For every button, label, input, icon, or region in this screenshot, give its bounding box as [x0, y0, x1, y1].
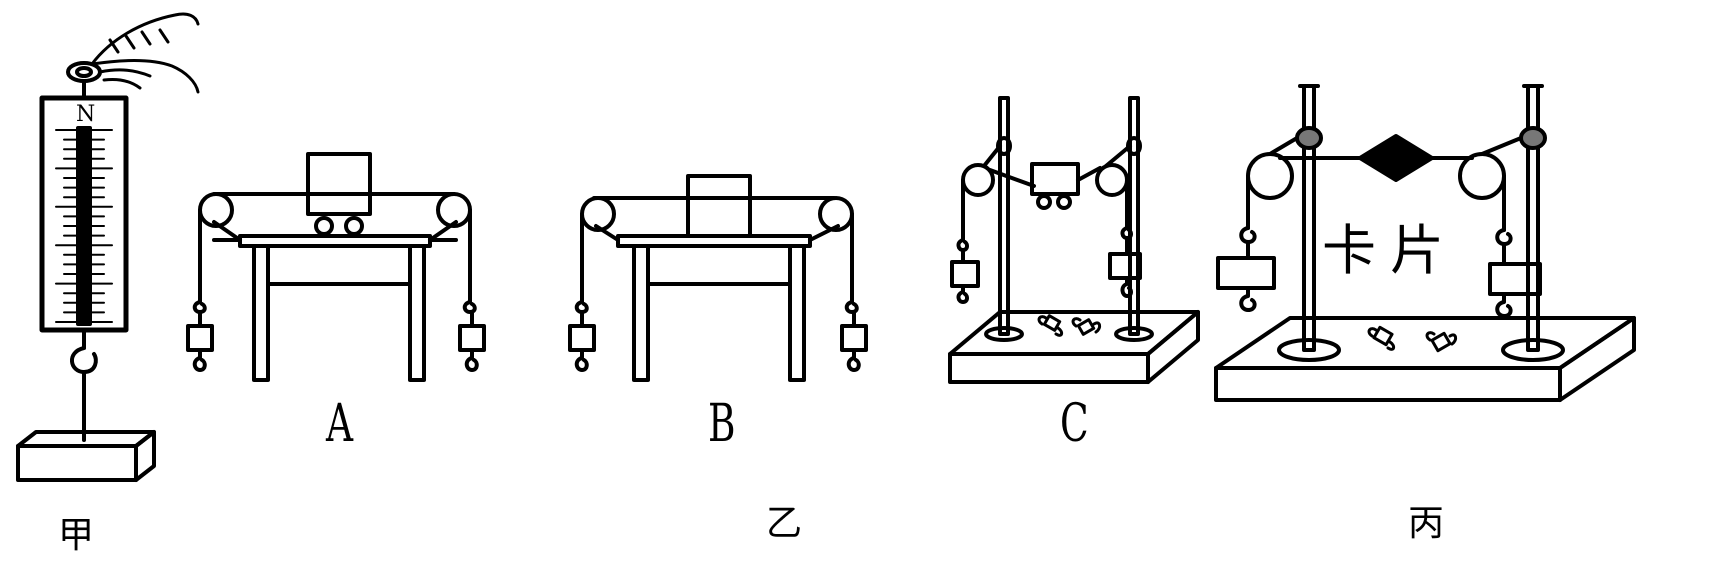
label-c: C: [1060, 394, 1089, 454]
setup-a: [186, 152, 486, 382]
pulley-icon: [1458, 152, 1506, 200]
clamp-icon: [1519, 126, 1547, 150]
scale-hook-icon: [70, 328, 98, 374]
weight-left: [1216, 256, 1276, 290]
scale-unit-label: N: [76, 102, 96, 127]
cart-wheel: [1036, 194, 1052, 210]
block-body: [686, 174, 752, 238]
table-leg: [252, 244, 270, 382]
weight-left: [950, 260, 980, 288]
figure-label-yi: 乙: [766, 503, 803, 544]
hanging-block: [16, 430, 156, 482]
figure-label-bing: 丙: [1408, 503, 1445, 544]
setup-c: [948, 96, 1200, 384]
weight-right: [1488, 262, 1542, 296]
stand-rod: [1526, 84, 1540, 352]
weight-right: [1108, 252, 1142, 280]
scale-ring: [66, 61, 102, 83]
pulley-icon: [1095, 163, 1129, 197]
pulley-icon: [1246, 152, 1294, 200]
stand-rod: [1302, 84, 1316, 352]
hand-icon: [90, 12, 200, 94]
weight-right: [458, 324, 486, 352]
scale-track: [76, 126, 92, 326]
figure-label-jia: 甲: [58, 515, 95, 556]
table-leg: [632, 244, 650, 382]
setup-b: [568, 174, 868, 382]
label-b: B: [708, 394, 736, 454]
stand-rod: [998, 96, 1010, 336]
cart-wheel: [1056, 194, 1072, 210]
card-icon: [1358, 134, 1434, 182]
weight-left: [186, 324, 214, 352]
table-leg: [788, 244, 806, 382]
spare-weight-icon: [1037, 314, 1102, 337]
label-a: A: [326, 394, 354, 454]
cart-body: [306, 152, 372, 216]
weight-left: [568, 324, 596, 352]
cart-wheel: [344, 216, 364, 236]
spring-scale-figure: [16, 12, 200, 482]
scale-ticks: [55, 129, 113, 323]
clamp-icon: [1295, 126, 1323, 150]
stand-base-front: [1214, 366, 1562, 402]
spare-weight-icon: [1367, 325, 1458, 353]
stand-base-front: [948, 352, 1150, 384]
card-setup: [1214, 84, 1636, 402]
stand-rod: [1128, 96, 1140, 336]
weight-right: [840, 324, 868, 352]
card-label: 卡片: [1322, 219, 1458, 282]
table-leg: [408, 244, 426, 382]
cart-body: [1030, 162, 1080, 196]
cart-wheel: [314, 216, 334, 236]
